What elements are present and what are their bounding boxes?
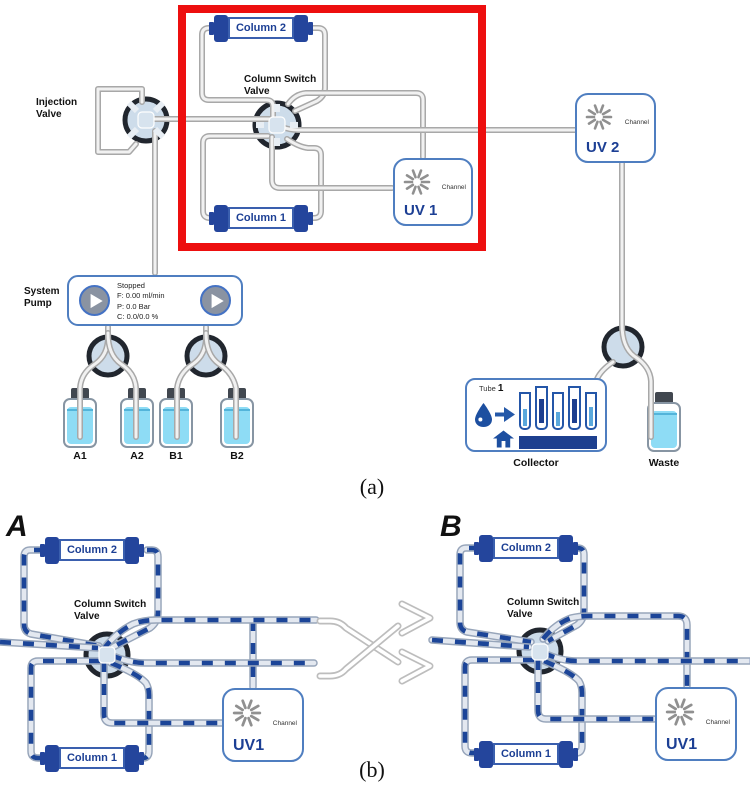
column-label: Column 1 (66, 752, 118, 764)
valve-rotor-details (126, 100, 298, 146)
uv-channel-label: Channel (441, 184, 466, 191)
column-endcap-icon (45, 744, 59, 772)
home-icon (493, 430, 514, 448)
system-pump-module: Stopped F: 0.00 ml/min P: 0.0 Bar C: 0.0… (67, 275, 243, 326)
state-a-column-1: Column 1 (40, 744, 144, 772)
column-endcap-icon (125, 744, 139, 772)
column-endcap-icon (479, 534, 493, 562)
column-port-icon (308, 211, 313, 225)
collector-tube (535, 386, 548, 430)
column-port-icon (474, 747, 479, 761)
uv-name-label: UV1 (233, 737, 265, 754)
column-port-icon (474, 541, 479, 555)
state-b-letter: B (440, 510, 462, 543)
column-endcap-icon (294, 14, 308, 42)
column-endcap-icon (559, 534, 573, 562)
waste-label: Waste (648, 457, 680, 469)
collector-tube (568, 386, 581, 430)
play-icon (90, 293, 103, 308)
fraction-collector: Tube 1 (465, 378, 607, 452)
column-label: Column 2 (66, 544, 118, 556)
bottle-label-b2: B2 (230, 450, 244, 462)
pump-pressure: P: 0.0 Bar (117, 301, 151, 311)
column-port-icon (308, 21, 313, 35)
state-a-column-2: Column 2 (40, 536, 144, 564)
column-port-icon (209, 21, 214, 35)
panel-a-caption: (a) (359, 474, 385, 499)
bottle-label-a1: A1 (73, 450, 87, 462)
pump-run-button (200, 285, 231, 316)
column-label: Column 2 (500, 542, 552, 554)
uv-lamp-icon (665, 698, 695, 726)
column-endcap-icon (214, 204, 228, 232)
column-port-icon (40, 543, 45, 557)
panel-b-caption: (b) (359, 757, 385, 782)
collector-tray (519, 436, 597, 449)
column-label: Column 2 (235, 22, 287, 34)
uv-name-label: UV1 (666, 736, 698, 753)
collector-label: Collector (513, 457, 559, 469)
bottle-label-a2: A2 (130, 450, 144, 462)
collector-tube-readout: Tube 1 (479, 383, 503, 394)
state-a-uv1-detector: Channel UV1 (222, 688, 304, 762)
drop-icon (475, 403, 492, 427)
right-arrow-icon (495, 407, 515, 422)
column-port-icon (139, 751, 144, 765)
uv-lamp-icon (403, 169, 431, 195)
state-b-column-1: Column 1 (474, 740, 578, 768)
column-port-icon (139, 543, 144, 557)
column-endcap-icon (125, 536, 139, 564)
pump-display: Stopped F: 0.00 ml/min P: 0.0 Bar C: 0.0… (117, 281, 165, 322)
uv2-detector: Channel UV 2 (575, 93, 656, 163)
tube-number: 1 (497, 383, 504, 394)
uv1-detector: Channel UV 1 (393, 158, 473, 226)
uv-name-label: UV 2 (586, 139, 620, 156)
pump-run-button (79, 285, 110, 316)
column-2-cartridge: Column 2 (209, 14, 313, 42)
valve-rotor-details-b (98, 643, 549, 664)
column-label: Column 1 (500, 748, 552, 760)
uv-channel-label: Channel (705, 719, 730, 726)
uv-channel-label: Channel (272, 720, 297, 727)
highlight-rectangle (178, 5, 486, 251)
column-label: Column 1 (235, 212, 287, 224)
collector-tube (585, 392, 597, 430)
column-endcap-icon (294, 204, 308, 232)
state-a-letter: A (6, 510, 28, 543)
tube-word: Tube (479, 384, 496, 393)
pump-status: Stopped (117, 281, 145, 290)
bottle-label-b1: B1 (169, 450, 183, 462)
column-port-icon (573, 747, 578, 761)
column-endcap-icon (479, 740, 493, 768)
column-port-icon (209, 211, 214, 225)
column-endcap-icon (559, 740, 573, 768)
switch-arrows-icon (316, 600, 434, 685)
collector-tube (519, 392, 531, 430)
uv-lamp-icon (232, 699, 262, 727)
uv-name-label: UV 1 (404, 202, 438, 219)
collector-tube (552, 392, 564, 430)
column-1-cartridge: Column 1 (209, 204, 313, 232)
play-icon (211, 293, 224, 308)
column-port-icon (573, 541, 578, 555)
pump-flow: F: 0.00 ml/min (117, 291, 165, 301)
pump-gradient: C: 0.0/0.0 % (117, 311, 159, 321)
column-endcap-icon (45, 536, 59, 564)
uv-lamp-icon (585, 104, 613, 130)
state-b-column-2: Column 2 (474, 534, 578, 562)
state-b-uv1-detector: Channel UV1 (655, 687, 737, 761)
uv-channel-label: Channel (624, 119, 649, 126)
tubing-panel-a (77, 25, 654, 440)
column-port-icon (40, 751, 45, 765)
column-endcap-icon (214, 14, 228, 42)
